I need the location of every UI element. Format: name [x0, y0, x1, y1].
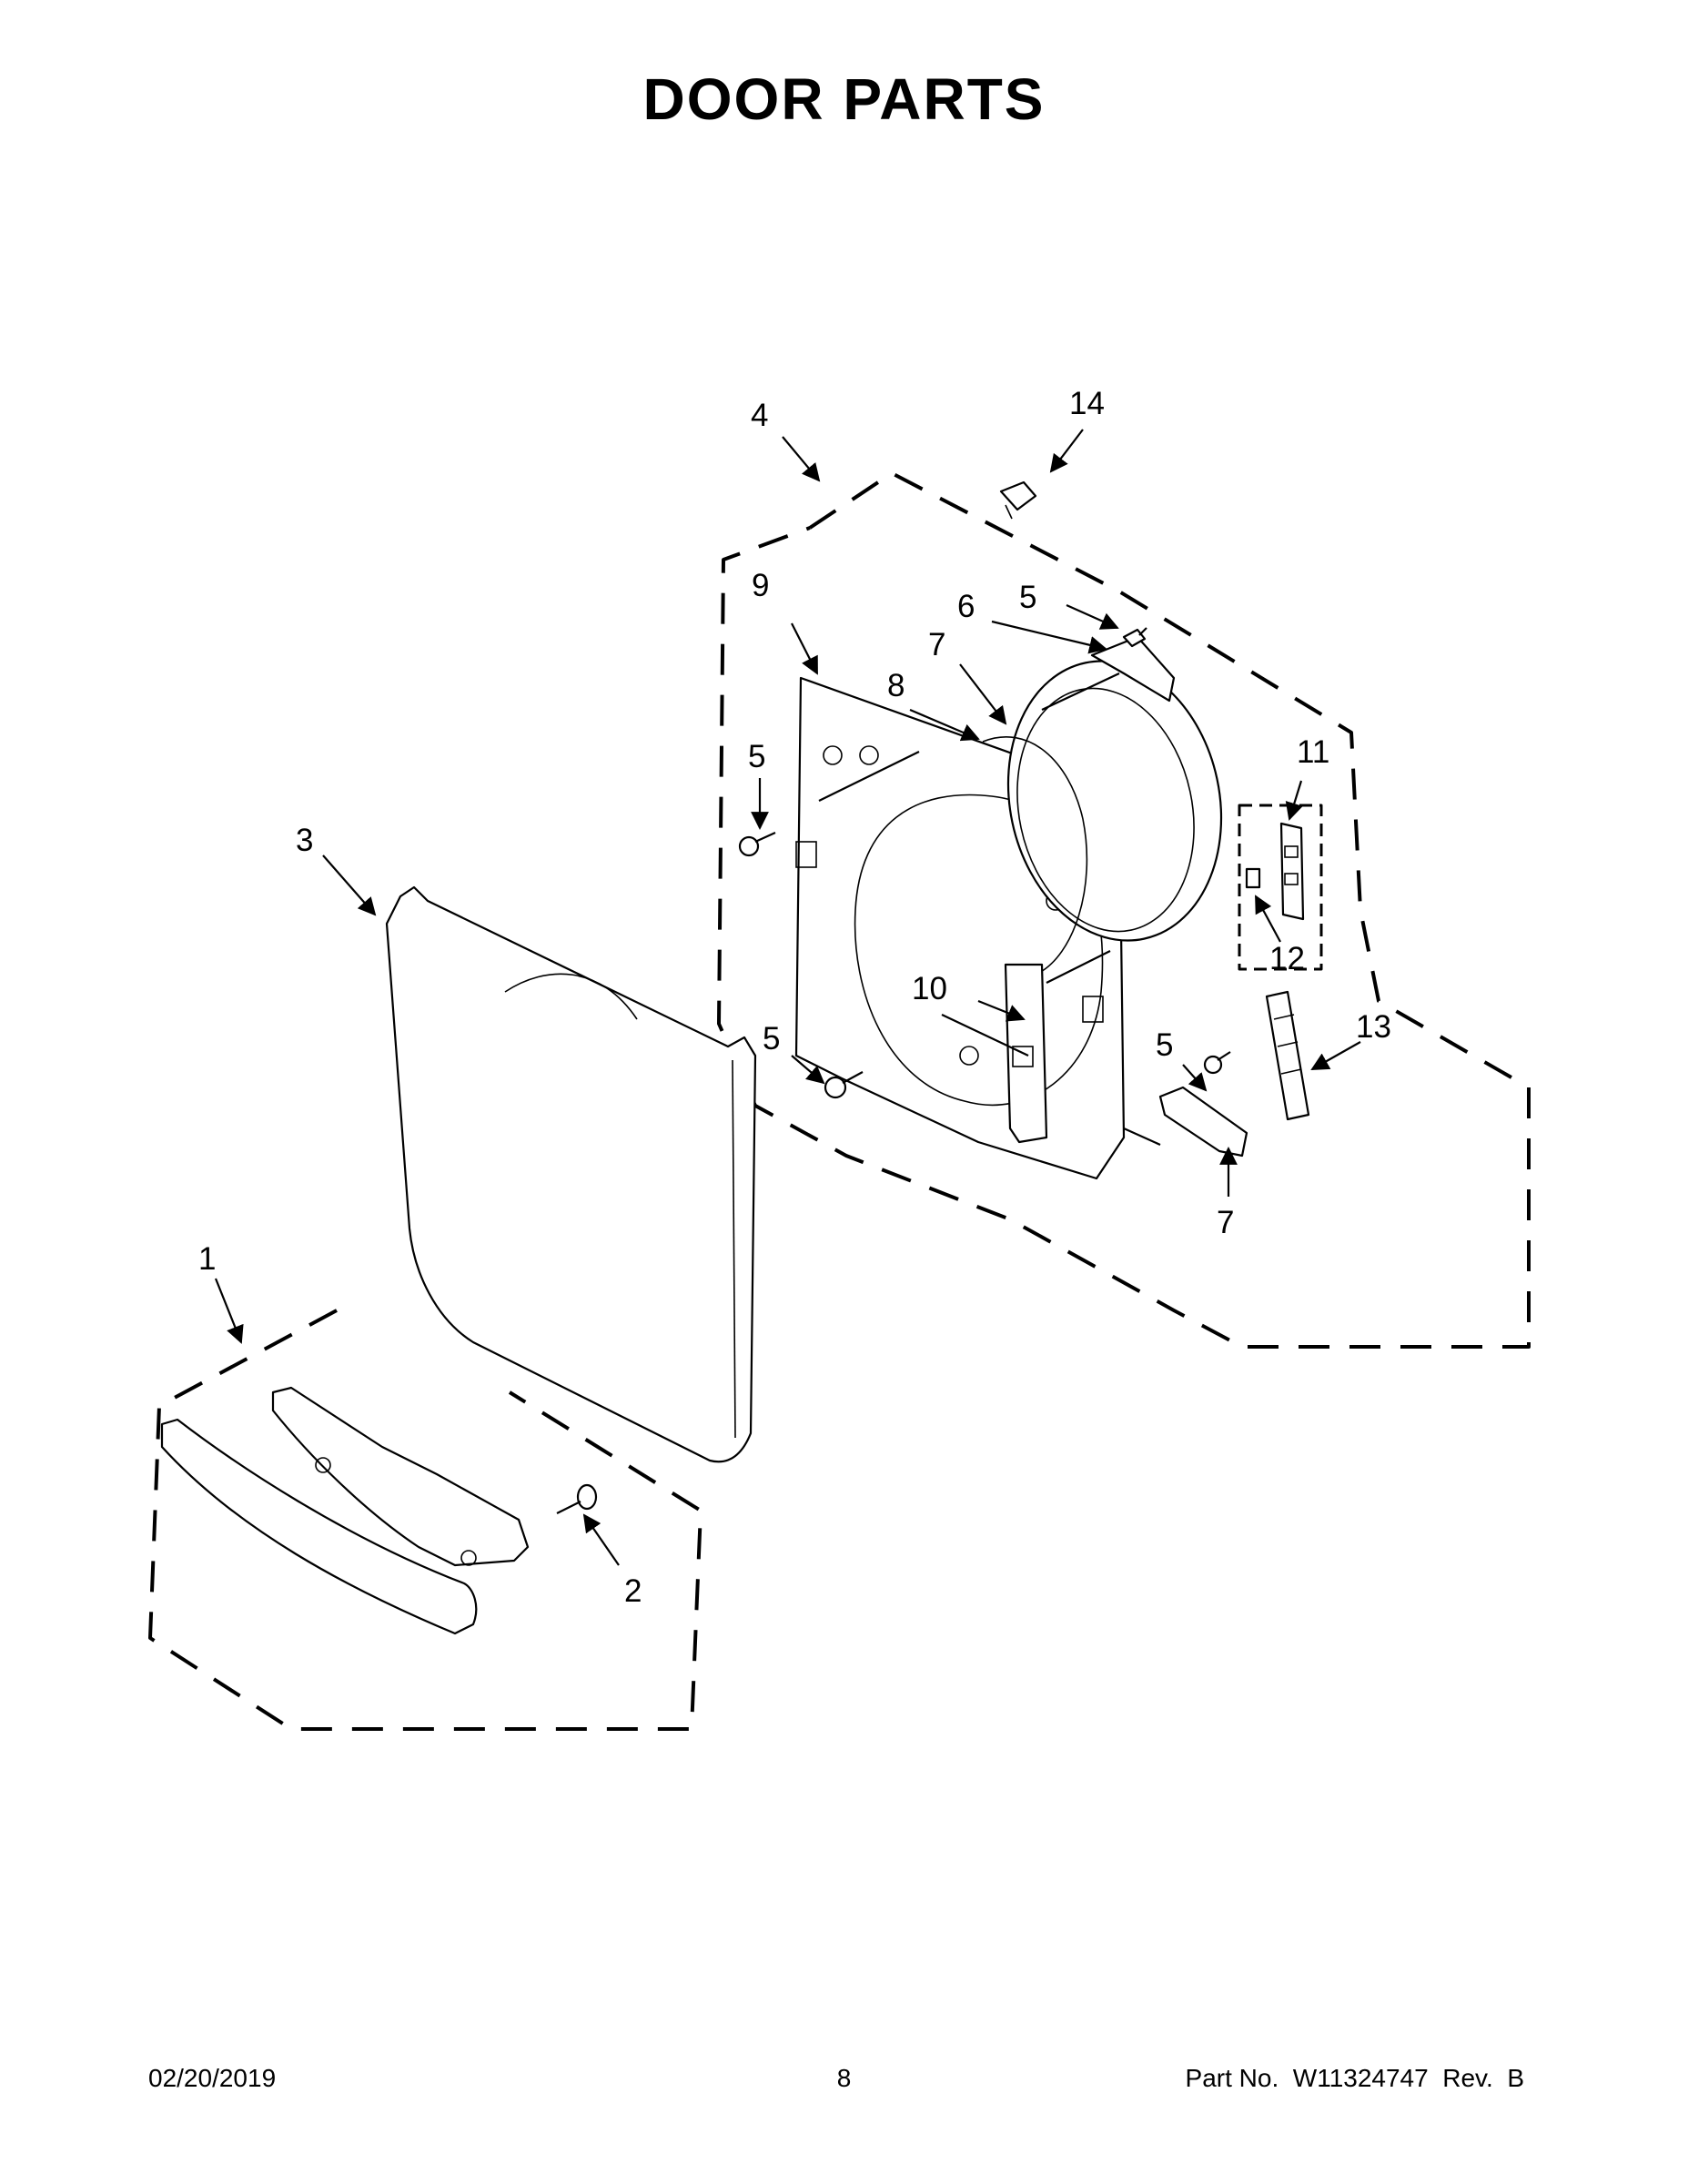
callout-5-bottom-right: 5 [1156, 1027, 1173, 1063]
callout-14: 14 [1069, 386, 1105, 421]
screw-bottom-right [1203, 1051, 1231, 1075]
callout-5-bottom-left: 5 [763, 1021, 780, 1057]
footer-part-number: Part No. W11324747 Rev. B [1185, 2064, 1524, 2092]
door-glass [982, 660, 1223, 975]
callout-12: 12 [1269, 941, 1305, 976]
callout-6: 6 [957, 589, 975, 624]
door-strike [1004, 963, 1048, 1144]
callout-4: 4 [751, 398, 768, 433]
footer-date: 02/20/2019 [148, 2064, 277, 2092]
callout-7-top: 7 [928, 627, 945, 662]
callout-5-left: 5 [748, 739, 765, 774]
callout-7-bottom: 7 [1217, 1205, 1234, 1240]
lower-hinge [1158, 1086, 1248, 1158]
handle-screw [556, 1483, 598, 1514]
door-lock [1265, 990, 1310, 1121]
callout-3: 3 [296, 823, 313, 858]
latch-housing [1238, 804, 1323, 971]
footer-page-number: 8 [836, 2064, 852, 2092]
callout-8: 8 [887, 668, 905, 703]
assembly-lines [818, 672, 1161, 1147]
door-plug [999, 480, 1037, 520]
callout-9: 9 [752, 568, 769, 603]
callout-5-top: 5 [1019, 580, 1036, 615]
callout-labels: 1 2 3 4 5 5 5 5 5 6 7 7 8 9 10 11 12 13 … [198, 386, 1391, 1609]
callout-1: 1 [198, 1241, 216, 1277]
callout-11: 11 [1297, 734, 1329, 770]
latch-clip [1245, 867, 1261, 889]
callout-2: 2 [624, 1573, 642, 1609]
screw-left [738, 831, 776, 857]
callout-10: 10 [912, 971, 947, 1006]
screw-upper-right [1122, 627, 1147, 648]
page-title: DOOR PARTS [642, 66, 1046, 132]
outer-door-panel [385, 885, 757, 1463]
callout-13: 13 [1356, 1009, 1391, 1045]
door-handle [160, 1386, 530, 1635]
screw-bottom-left [824, 1071, 864, 1099]
callout-arrows [214, 429, 1361, 1566]
